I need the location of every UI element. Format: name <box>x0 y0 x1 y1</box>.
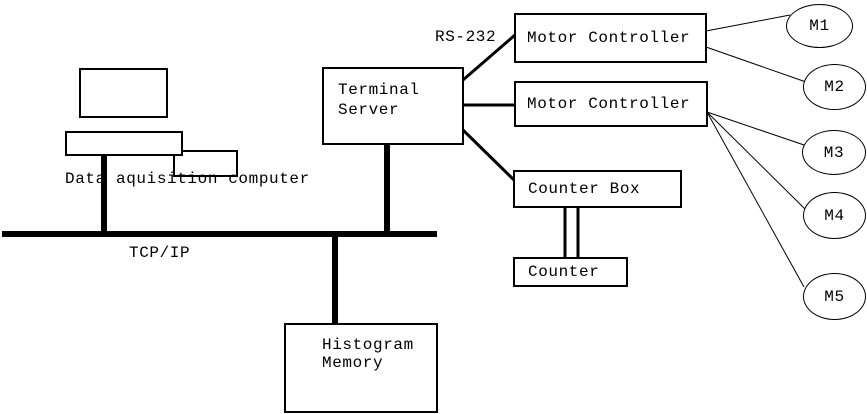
motor-m2-node: M2 <box>803 64 866 110</box>
counter-label: Counter <box>528 263 600 281</box>
data-acquisition-computer-label: Data aquisition computer <box>65 170 310 188</box>
motor-m1-node: M1 <box>786 4 853 48</box>
counter-node: Counter <box>513 257 628 287</box>
motor-controller-2-m4-line <box>706 111 807 211</box>
terminal-server-node: Terminal Server <box>322 67 464 145</box>
histogram-memory-label: Histogram Memory <box>322 336 414 372</box>
motor-m4-node: M4 <box>803 192 866 239</box>
computer-keyboard-icon <box>65 131 183 156</box>
motor-m1-label: M1 <box>809 17 830 35</box>
motor-m3-label: M3 <box>823 143 845 162</box>
motor-controller-1-node: Motor Controller <box>514 13 707 63</box>
motor-m5-node: M5 <box>803 273 866 320</box>
rs232-label: RS-232 <box>435 28 497 46</box>
motor-m5-label: M5 <box>824 287 845 306</box>
counter-box-node: Counter Box <box>513 170 682 208</box>
motor-m3-node: M3 <box>802 130 866 175</box>
terminal-server-label: Terminal Server <box>338 81 420 119</box>
motor-controller-2-label: Motor Controller <box>527 95 691 113</box>
motor-m2-label: M2 <box>824 78 845 96</box>
motor-m4-label: M4 <box>824 206 845 225</box>
motor-controller-1-m2-line <box>705 46 807 83</box>
computer-screen-icon <box>173 150 238 177</box>
motor-controller-2-m5-line <box>706 111 805 288</box>
tcpip-label: TCP/IP <box>129 244 191 262</box>
computer-monitor-icon <box>79 68 238 177</box>
motor-controller-1-m1-line <box>705 14 791 32</box>
motor-controller-1-label: Motor Controller <box>527 29 691 47</box>
counter-box-label: Counter Box <box>528 180 641 198</box>
motor-controller-2-node: Motor Controller <box>514 81 708 127</box>
histogram-memory-node: Histogram Memory <box>284 323 438 413</box>
rs232-link-motor-controller-1-line <box>462 33 516 82</box>
terminal-server-counter-box-line <box>461 128 516 182</box>
motor-controller-2-m3-line <box>706 111 808 147</box>
